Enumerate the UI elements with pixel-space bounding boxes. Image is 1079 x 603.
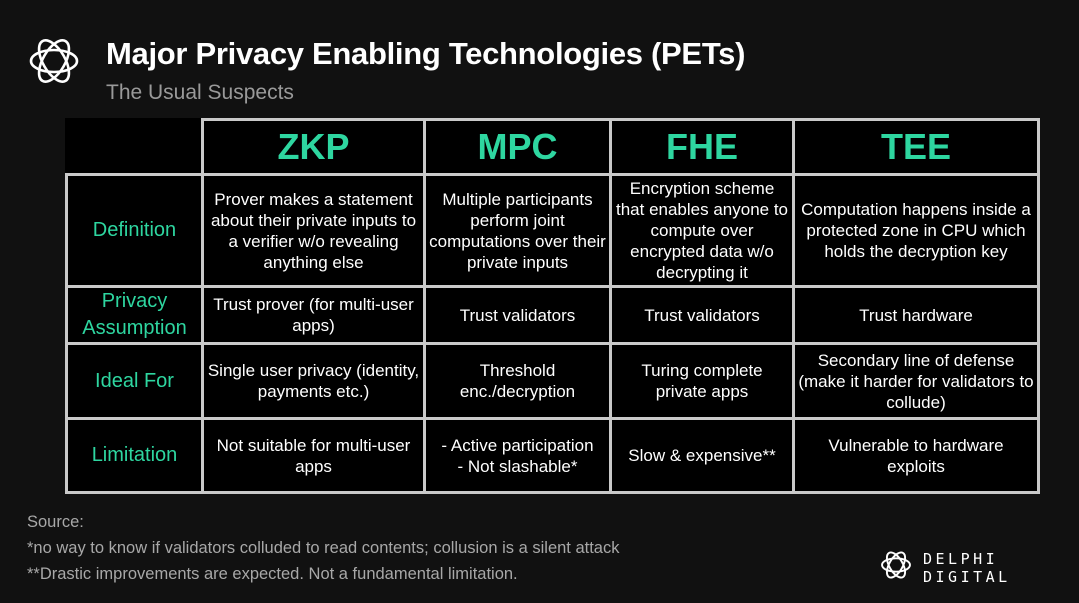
cell-ideal-mpc: Threshold enc./decryption bbox=[423, 342, 612, 420]
cell-limitation-tee: Vulnerable to hardware exploits bbox=[792, 417, 1040, 494]
row-label-limitation: Limitation bbox=[65, 417, 204, 494]
brand-logo: DELPHI DIGITAL bbox=[879, 548, 1079, 587]
corner-cell bbox=[65, 118, 204, 176]
table-row-ideal-for: Ideal For Single user privacy (identity,… bbox=[65, 342, 1040, 420]
cell-definition-zkp: Prover makes a statement about their pri… bbox=[201, 173, 426, 288]
row-label-definition: Definition bbox=[65, 173, 204, 288]
pets-comparison-table: ZKP MPC FHE TEE Definition Prover makes … bbox=[65, 118, 1040, 494]
cell-privacy-fhe: Trust validators bbox=[609, 285, 795, 345]
cell-ideal-fhe: Turing complete private apps bbox=[609, 342, 795, 420]
table-header-row: ZKP MPC FHE TEE bbox=[65, 118, 1040, 176]
footer-source: Source: bbox=[27, 513, 84, 531]
table-row-limitation: Limitation Not suitable for multi-user a… bbox=[65, 417, 1040, 494]
cell-limitation-fhe: Slow & expensive** bbox=[609, 417, 795, 494]
delphi-knot-icon bbox=[879, 548, 913, 587]
page-title: Major Privacy Enabling Technologies (PET… bbox=[106, 36, 746, 71]
row-label-privacy-assumption: Privacy Assumption bbox=[65, 285, 204, 345]
page-subtitle: The Usual Suspects bbox=[106, 81, 294, 104]
cell-privacy-mpc: Trust validators bbox=[423, 285, 612, 345]
row-label-ideal-for: Ideal For bbox=[65, 342, 204, 420]
table-row-privacy-assumption: Privacy Assumption Trust prover (for mul… bbox=[65, 285, 1040, 345]
cell-definition-tee: Computation happens inside a protected z… bbox=[792, 173, 1040, 288]
cell-definition-fhe: Encryption scheme that enables anyone to… bbox=[609, 173, 795, 288]
cell-ideal-zkp: Single user privacy (identity, payments … bbox=[201, 342, 426, 420]
column-header-zkp: ZKP bbox=[201, 118, 426, 176]
cell-limitation-mpc: - Active participation - Not slashable* bbox=[423, 417, 612, 494]
footnote-collusion: *no way to know if validators colluded t… bbox=[27, 539, 620, 557]
footnote-improvements: **Drastic improvements are expected. Not… bbox=[27, 565, 518, 583]
brand-name: DELPHI DIGITAL bbox=[923, 549, 1011, 586]
cell-definition-mpc: Multiple participants perform joint comp… bbox=[423, 173, 612, 288]
cell-privacy-zkp: Trust prover (for multi-user apps) bbox=[201, 285, 426, 345]
cell-ideal-tee: Secondary line of defense (make it harde… bbox=[792, 342, 1040, 420]
column-header-fhe: FHE bbox=[609, 118, 795, 176]
cell-privacy-tee: Trust hardware bbox=[792, 285, 1040, 345]
cell-limitation-zkp: Not suitable for multi-user apps bbox=[201, 417, 426, 494]
delphi-knot-icon bbox=[26, 33, 82, 89]
table-row-definition: Definition Prover makes a statement abou… bbox=[65, 173, 1040, 288]
column-header-mpc: MPC bbox=[423, 118, 612, 176]
column-header-tee: TEE bbox=[792, 118, 1040, 176]
